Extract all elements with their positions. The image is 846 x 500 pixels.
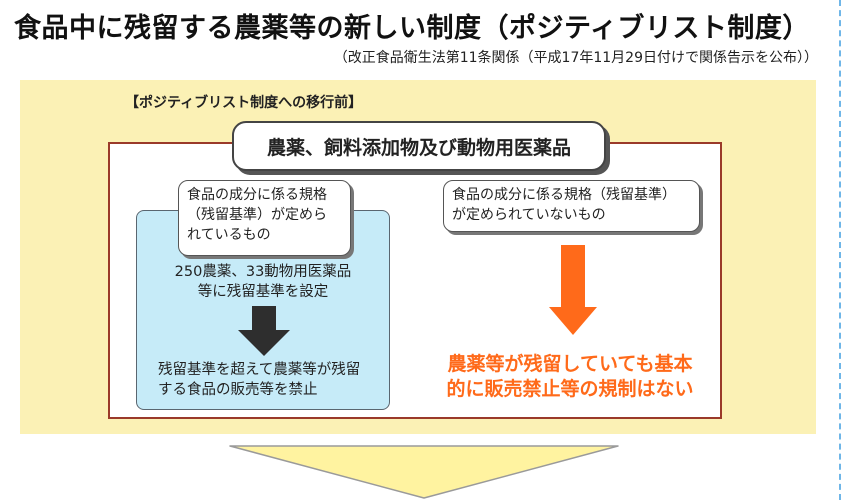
no-regulation-text: 農薬等が残留していても基本 的に販売禁止等の規制はない [446,353,694,400]
before-section-label: 【ポジティブリスト制度への移行前】 [125,95,363,111]
callout-standards-set: 食品の成分に係る規格 （残留基準）が定めら れているもの [178,180,351,256]
page-title: 食品中に残留する農薬等の新しい制度（ポジティブリスト制度） [14,13,810,44]
callout-standards-not-set: 食品の成分に係る規格（残留基準） が定められていないもの [443,180,700,232]
transition-down-arrow-icon [229,445,619,499]
page-subtitle: （改正食品衛生法第11条関係（平成17年11月29日付けで関係告示を公布）） [333,50,818,66]
category-heading: 農薬、飼料添加物及び動物用医薬品 [232,121,606,171]
page-divider-dashed [839,0,841,500]
standards-set-detail: 250農薬、33動物用医薬品 等に残留基準を設定 [174,264,352,300]
sales-prohibition-text: 残留基準を超えて農薬等が残留 する食品の販売等を禁止 [158,362,361,398]
down-arrow-dark-icon [238,306,290,356]
down-arrow-orange-icon [549,245,597,335]
